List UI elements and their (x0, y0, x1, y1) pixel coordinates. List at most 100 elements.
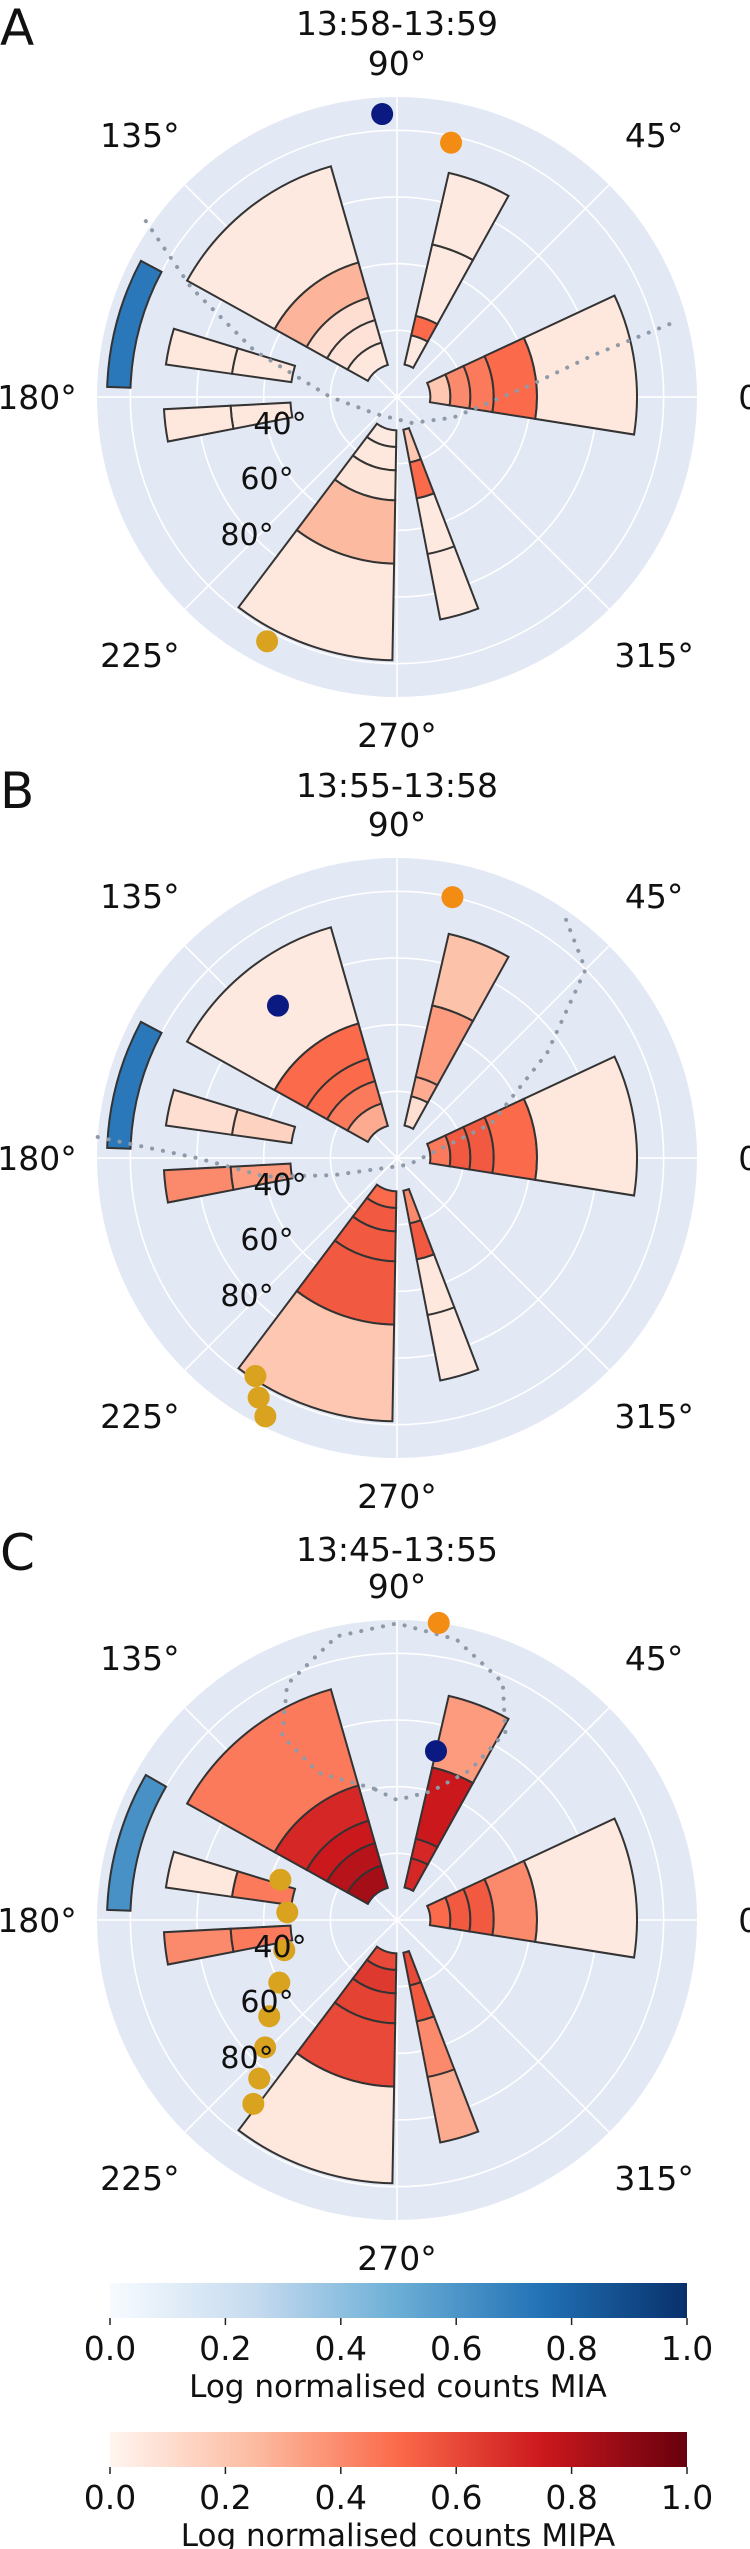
grid-spoke (396, 1157, 610, 1371)
angle-label-0: 0° (738, 1901, 750, 1940)
panel-letter-C: C (0, 1524, 35, 1582)
mipa-sector-5-ring-1 (164, 327, 239, 375)
grid-spoke (396, 1707, 610, 1921)
point-mia (424, 1740, 447, 1763)
point-foot2 (276, 1901, 299, 1924)
radial-label-0: 40° (253, 1930, 306, 1965)
polar-axes-B: 0° 45° 90° 135° 180° 225° 270° 315° 40° 60° 80° (0, 805, 750, 1516)
panel-title-A: 13:58-13:59 (296, 4, 498, 43)
angle-label-315: 315° (614, 1397, 694, 1436)
point-mipa (441, 886, 464, 909)
angle-label-135: 135° (100, 116, 180, 155)
angle-label-180: 180° (0, 378, 77, 417)
mia-sector (106, 1020, 163, 1150)
colorbar-tick-label: 0.8 (545, 2478, 597, 2517)
angle-label-45: 45° (625, 1639, 684, 1678)
mipa-sector-1-ring-3 (431, 171, 510, 262)
angle-label-315: 315° (614, 636, 694, 675)
grid-spoke (396, 945, 610, 1159)
mipa-sector-6-ring-1 (162, 1165, 235, 1204)
point-foot7 (248, 2067, 271, 2090)
colorbar-tick-label: 0.4 (315, 2329, 367, 2368)
angle-label-225: 225° (100, 2159, 180, 2198)
radial-label-0: 40° (253, 407, 306, 442)
mipa-sector-4-ring-4 (237, 1289, 396, 1423)
radial-label-2: 80° (220, 2041, 273, 2076)
mipa-sector-6-ring-1 (162, 1927, 235, 1966)
mipa-sector-5-ring-1 (164, 1088, 239, 1136)
panel-A: A 13:58-13:59 0°45°90°135°180°225°270°31… (0, 0, 750, 755)
mipa-sector-4-ring-4 (237, 528, 396, 662)
angle-label-225: 225° (100, 636, 180, 675)
radial-label-1: 60° (240, 462, 293, 497)
point-foot2 (247, 1386, 270, 1409)
grid-spoke (184, 1919, 398, 2133)
angle-label-135: 135° (100, 1639, 180, 1678)
point-foot (256, 630, 279, 653)
grid-spoke (396, 1919, 610, 2133)
angle-label-180: 180° (0, 1139, 77, 1178)
angle-label-0: 0° (738, 1139, 750, 1178)
colorbar-mia-label: Log normalised counts MIA (189, 2369, 607, 2405)
radial-label-2: 80° (220, 518, 273, 553)
point-foot1 (269, 1868, 292, 1891)
angle-label-270: 270° (357, 716, 437, 755)
colorbar-mipa-gradient (110, 2432, 687, 2467)
angle-label-225: 225° (100, 1397, 180, 1436)
colorbar-tick-label: 0.2 (199, 2478, 251, 2517)
radial-label-1: 60° (240, 1223, 293, 1258)
colorbar-tick-label: 1.0 (661, 2478, 713, 2517)
colorbar-tick-label: 0.8 (545, 2329, 597, 2368)
colorbar-tick-label: 0.0 (84, 2478, 136, 2517)
angle-label-135: 135° (100, 877, 180, 916)
colorbar-tick-label: 0.4 (315, 2478, 367, 2517)
mipa-sector-2-ring-4 (522, 294, 638, 436)
colorbar-tick-label: 0.2 (199, 2329, 251, 2368)
mipa-sector-3-ring-3 (426, 545, 480, 621)
point-foot4 (268, 1971, 291, 1994)
mipa-sector-4-ring-4 (237, 2051, 396, 2185)
colorbar-mia-gradient (110, 2283, 687, 2318)
panel-letter-B: B (0, 762, 34, 820)
grid-spoke (396, 396, 610, 610)
point-mipa (440, 131, 463, 154)
angle-label-180: 180° (0, 1901, 77, 1940)
mipa-sector-0-ring-4 (185, 165, 360, 331)
mia-sector (106, 259, 163, 389)
point-foot3 (273, 1939, 296, 1962)
colorbar-tick-label: 0.6 (430, 2329, 482, 2368)
mipa-sector-3-ring-3 (426, 2068, 480, 2144)
grid-spoke (184, 396, 398, 610)
panel-C: C 13:45-13:55 0°45°90°135°180°225°270°31… (0, 1524, 750, 2278)
point-foot1 (244, 1365, 267, 1388)
colorbar-tick-label: 0.0 (84, 2329, 136, 2368)
grid-spoke (184, 1157, 398, 1371)
mipa-sector-5-ring-1 (164, 1850, 239, 1898)
polar-axes-C: 0°45°90°135°180°225°270°315°40°60°80° (0, 1567, 750, 2278)
angle-label-270: 270° (357, 2239, 437, 2278)
panel-B: B 13:55-13:58 0° 45° 90° 135° 180° 225° 270° 31… (0, 762, 750, 1516)
angle-label-90: 90° (368, 1567, 427, 1606)
colorbar-mipa: 0.0 0.2 0.4 0.6 0.8 1.0 Log normalised counts… (84, 2432, 713, 2549)
colorbar-mipa-ticks: 0.0 0.2 0.4 0.6 0.8 1.0 (84, 2467, 713, 2517)
mipa-sector-6-ring-1 (162, 404, 235, 443)
angle-label-0: 0° (738, 378, 750, 417)
angle-label-90: 90° (368, 44, 427, 83)
angle-label-90: 90° (368, 805, 427, 844)
mipa-sector-1-ring-3 (431, 1694, 510, 1785)
radial-label-0: 40° (253, 1168, 306, 1203)
point-foot5 (258, 2005, 281, 2028)
point-foot8 (242, 2092, 265, 2115)
angle-label-315: 315° (614, 2159, 694, 2198)
angle-label-270: 270° (357, 1477, 437, 1516)
panel-title-B: 13:55-13:58 (296, 766, 498, 805)
radial-label-2: 80° (220, 1279, 273, 1314)
colorbar-mipa-label: Log normalised counts MIPA (181, 2518, 615, 2549)
dotted-curve (280, 1621, 508, 1802)
mipa-sector-2-ring-4 (522, 1055, 638, 1197)
angle-label-45: 45° (625, 877, 684, 916)
colorbar-tick-label: 0.6 (430, 2478, 482, 2517)
